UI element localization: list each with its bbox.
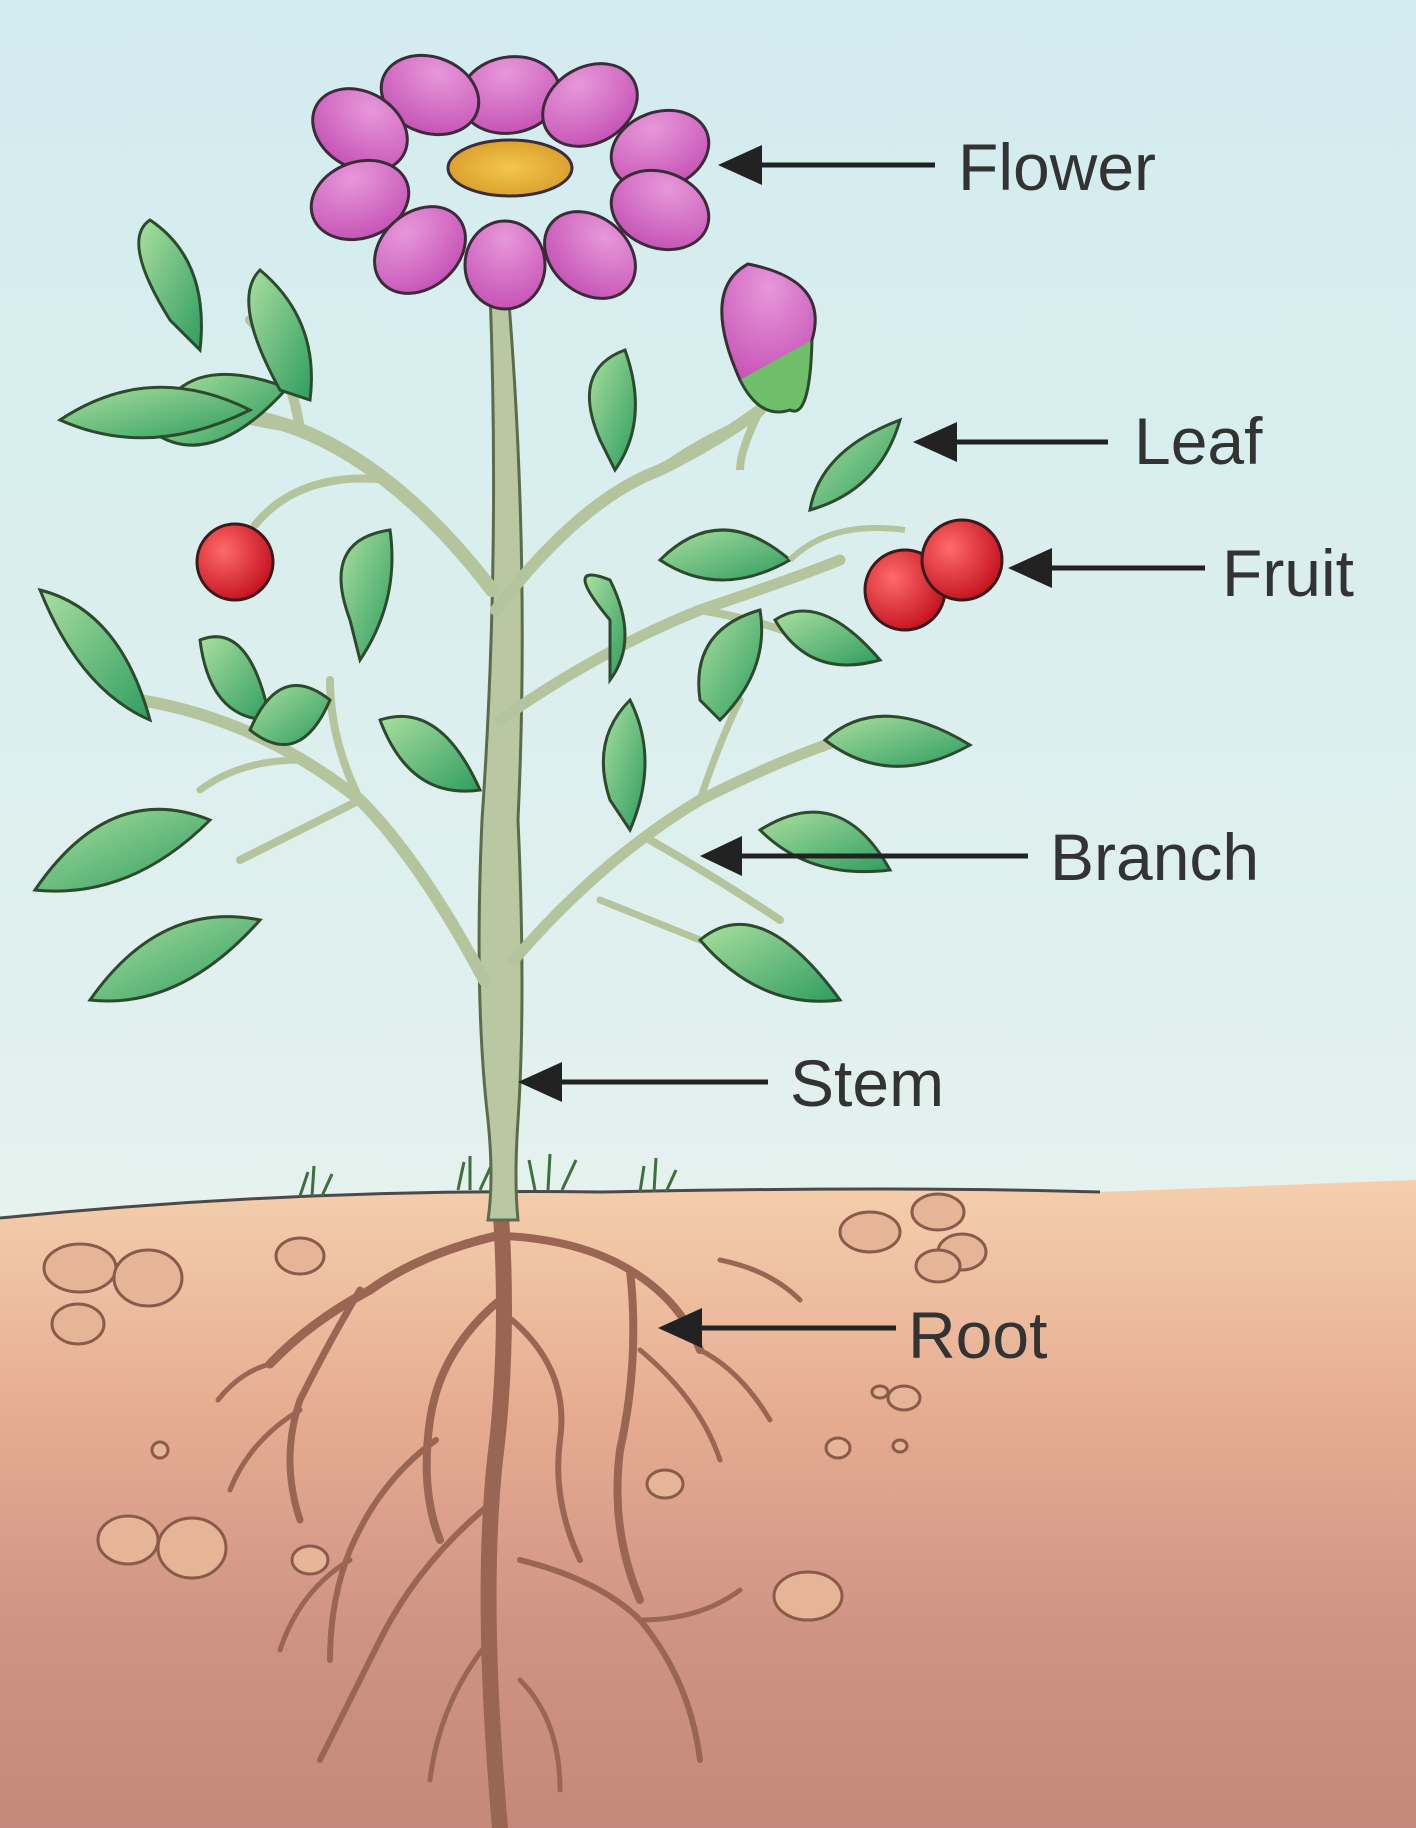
plant-fruits [195, 518, 1004, 632]
fruit [920, 518, 1004, 602]
stem-arrow [518, 1062, 768, 1102]
fruit [195, 522, 275, 602]
leaf [601, 697, 647, 834]
leaf [87, 915, 263, 1003]
leaf-arrow [913, 422, 1108, 462]
leaf [137, 218, 203, 354]
leaf [697, 922, 843, 1003]
main-stem [477, 288, 524, 1222]
label-arrows [518, 145, 1205, 1348]
leaf [583, 573, 627, 685]
leaf [808, 417, 903, 513]
soil-stones [42, 1192, 988, 1622]
leaf [587, 348, 637, 473]
branch-arrow [700, 836, 1028, 876]
ground-line [0, 1187, 1101, 1220]
label-stem: Stem [790, 1046, 945, 1120]
leaf [697, 608, 764, 723]
grass-tufts [298, 1153, 678, 1197]
flower-bud [720, 262, 817, 471]
leaf [339, 528, 394, 664]
label-leaf: Leaf [1134, 404, 1263, 478]
label-root: Root [908, 1298, 1048, 1372]
leaf [32, 807, 213, 893]
plant-roots [215, 1192, 803, 1828]
leaf [772, 609, 883, 667]
leaf [247, 267, 313, 403]
label-flower: Flower [958, 130, 1157, 204]
leaf [56, 385, 254, 440]
flower-arrow [718, 145, 935, 185]
label-branch: Branch [1050, 820, 1260, 894]
label-fruit: Fruit [1222, 536, 1354, 610]
leaf [248, 684, 332, 746]
soil-ground [0, 1180, 1416, 1828]
leaf [822, 714, 973, 768]
main-flower [309, 53, 711, 311]
flower-center [446, 138, 574, 198]
fruit-arrow [1008, 548, 1205, 588]
root-arrow [658, 1308, 896, 1348]
leaf [37, 587, 153, 723]
leaf [378, 714, 483, 793]
